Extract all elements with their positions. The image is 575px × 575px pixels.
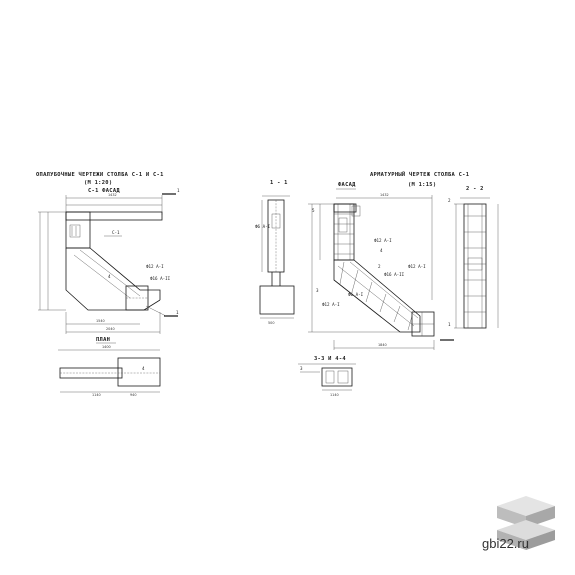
plan-title: ПЛАН [96, 337, 110, 343]
dim-500: 500 [268, 321, 274, 325]
mark-4-left: 4 [108, 274, 111, 279]
rb-phi12-b: Ф12 А-I [408, 264, 426, 269]
rb-mark-1: 1 [448, 322, 451, 327]
section-mark-1-bottom: 1 [176, 310, 179, 315]
rb-mark-2: 2 [378, 264, 381, 269]
section-1-1: 1 - 1 500 Ф6 А-I [255, 180, 295, 325]
reinforcement-subtitle: ФАСАД [338, 182, 356, 188]
rb-phi16: Ф16 А-II [384, 272, 405, 277]
watermark-site[interactable]: gbi22.ru [482, 536, 529, 551]
label-phi16-left: Ф16 А-II [150, 276, 171, 281]
section22-title: 2 - 2 [466, 186, 484, 192]
sec33-mark-3: 3 [300, 366, 303, 371]
reinforcement-title: АРМАТУРНЫЙ ЧЕРТЕЖ СТОЛБА С-1 [370, 170, 469, 178]
plan-mark-4: 4 [142, 366, 145, 371]
dim-2040: 2040 [106, 327, 115, 331]
section-mark-1: 1 [177, 188, 180, 193]
formwork-drawing: ОПАЛУБОЧНЫЕ ЧЕРТЕЖИ СТОЛБА С-1 И С-1 (М … [36, 171, 180, 397]
sec22-mark-2: 2 [448, 198, 451, 203]
dim-940: 940 [130, 393, 136, 397]
reinforcement-drawing: АРМАТУРНЫЙ ЧЕРТЕЖ СТОЛБА С-1 (М 1:15) ФА… [308, 170, 469, 350]
dim-1140: 1140 [92, 393, 101, 397]
dim-1400: 1400 [102, 345, 111, 349]
formwork-scale: (М 1:20) [84, 180, 112, 186]
dim-1540: 1540 [96, 319, 105, 323]
reinforcement-scale: (М 1:15) [408, 182, 436, 188]
rb-phi12-c: Ф12 А-I [322, 302, 340, 307]
rb-mark-3: 3 [316, 288, 319, 293]
dim-1140-right: 1140 [330, 393, 339, 397]
layered-blocks-icon [497, 496, 555, 550]
dim-1432: 1432 [108, 193, 117, 197]
formwork-subtitle: С-1 ФАСАД [88, 188, 120, 194]
section-2-2: 2 - 2 2 [448, 186, 499, 329]
section11-title: 1 - 1 [270, 180, 288, 186]
section3344-title: 3-3 И 4-4 [314, 356, 346, 362]
rb-phi12-a: Ф12 А-I [374, 238, 392, 243]
dim-1840: 1840 [378, 343, 387, 347]
formwork-title: ОПАЛУБОЧНЫЕ ЧЕРТЕЖИ СТОЛБА С-1 И С-1 [36, 171, 164, 178]
rb-phi6: Ф6 А-I [348, 292, 364, 297]
dim-1432-right: 1432 [380, 193, 389, 197]
label-phi6-sec11: Ф6 А-I [255, 224, 271, 229]
label-c1: С-1 [112, 230, 120, 235]
rb-mark-4: 4 [380, 248, 383, 253]
label-phi12-left: Ф12 А-I [146, 264, 164, 269]
section-3-3-4-4: 3-3 И 4-4 3 1140 [298, 356, 356, 397]
rb-mark-5: 5 [312, 208, 315, 213]
